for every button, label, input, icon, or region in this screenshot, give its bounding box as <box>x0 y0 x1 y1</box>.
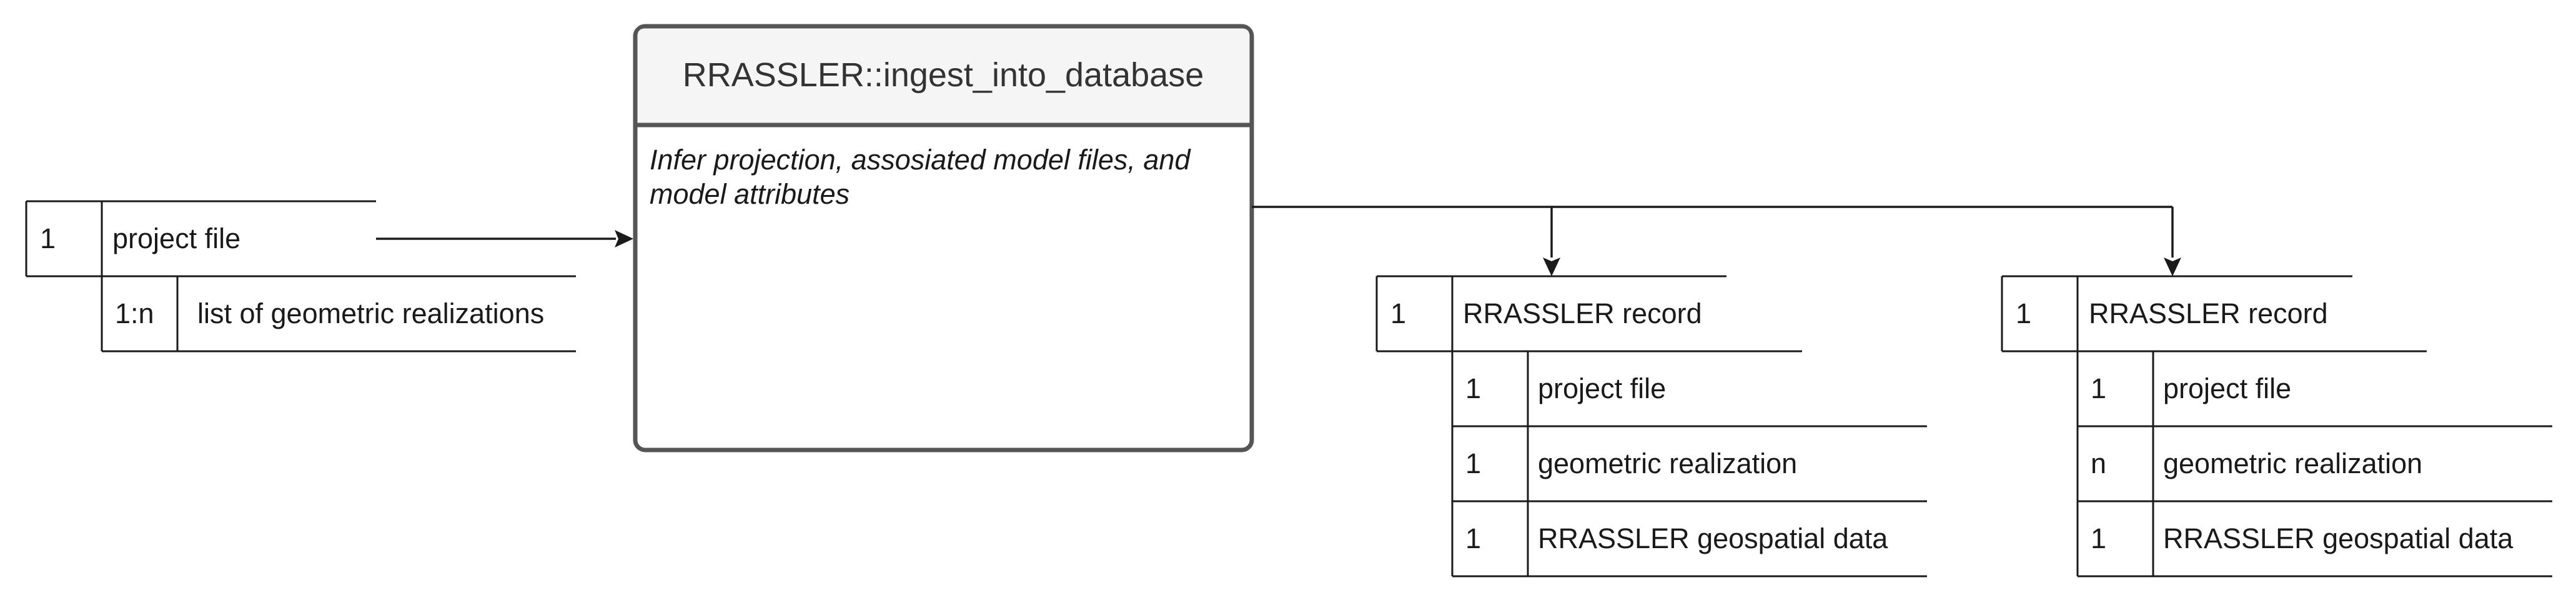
input-child-row: 1:n list of geometric realizations <box>101 276 576 352</box>
process-to-outputs-connector <box>1252 206 2181 276</box>
output-record-1: 1 RRASSLER record 1 project file 1 geome… <box>1375 275 1927 578</box>
input-child-label: list of geometric realizations <box>197 298 544 329</box>
input-header-row: 1 project file <box>25 200 576 278</box>
output-attribute-rows: 1 project file 1 geometric realization 1… <box>1451 351 1927 578</box>
record-label: RRASSLER record <box>1463 298 1702 329</box>
attribute-label: geometric realization <box>1538 448 1797 479</box>
arrow-right-icon <box>615 230 633 248</box>
input-child-cardinality: 1:n <box>115 298 154 329</box>
attribute-cardinality: 1 <box>1465 448 1481 479</box>
attribute-label: RRASSLER geospatial data <box>2163 522 2514 554</box>
process-title: RRASSLER::ingest_into_database <box>683 56 1204 94</box>
input-cardinality: 1 <box>40 222 56 254</box>
output-header-row: 1 RRASSLER record <box>2001 275 2427 352</box>
output-record-2: 1 RRASSLER record 1 project file n geome… <box>2001 275 2552 578</box>
output-header-row: 1 RRASSLER record <box>1375 275 1802 352</box>
process-header-fill <box>637 28 1250 125</box>
attribute-label: RRASSLER geospatial data <box>1538 522 1888 554</box>
record-cardinality: 1 <box>2016 298 2031 329</box>
output-attribute-rows: 1 project file n geometric realization 1… <box>2076 351 2552 578</box>
attribute-cardinality: 1 <box>1465 372 1481 404</box>
attribute-label: project file <box>1538 372 1666 404</box>
attribute-cardinality: 1 <box>1465 522 1481 554</box>
attribute-cardinality: n <box>2091 448 2106 479</box>
record-label: RRASSLER record <box>2089 298 2328 329</box>
attribute-label: geometric realization <box>2163 448 2422 479</box>
process-description: Infer projection, assosiated model files… <box>650 144 1191 210</box>
attribute-label: project file <box>2163 372 2291 404</box>
record-cardinality: 1 <box>1390 298 1406 329</box>
process-box: RRASSLER::ingest_into_database <box>633 24 1254 452</box>
input-to-process-connector <box>376 230 633 248</box>
process-frame <box>633 24 1254 452</box>
arrow-down-icon <box>2164 258 2181 276</box>
attribute-cardinality: 1 <box>2091 372 2106 404</box>
attribute-cardinality: 1 <box>2091 522 2106 554</box>
arrow-down-icon <box>1543 258 1560 276</box>
input-label: project file <box>112 222 240 254</box>
input-entity: 1 project file 1:n list of geometric rea… <box>25 200 576 352</box>
